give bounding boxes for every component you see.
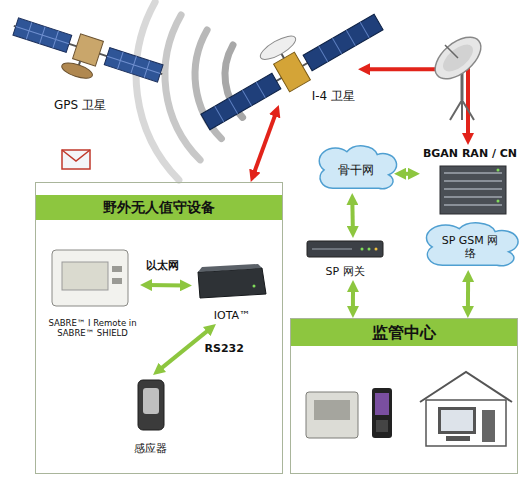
- panel-title: 野外无人值守设备: [36, 195, 282, 220]
- server-rack: [444, 173, 502, 205]
- node-label: SP GSM 网络: [439, 234, 501, 260]
- satellite-node: I-4 卫星: [268, 50, 358, 105]
- envelope-icon: [62, 150, 90, 161]
- gateway-device: [361, 248, 364, 251]
- house-computer: [438, 407, 476, 434]
- server-rack: [497, 200, 500, 203]
- node-label: IOTA™: [194, 309, 270, 322]
- house-computer: [420, 372, 512, 446]
- house-computer: [420, 372, 512, 402]
- i4-satellite: [274, 52, 311, 92]
- iota-device: [253, 285, 256, 288]
- signal-waves: [136, 2, 243, 180]
- i4-satellite: [303, 14, 383, 71]
- dish-antenna: [445, 45, 458, 58]
- node-label: SP 网关: [307, 265, 383, 278]
- node-label: GPS 卫星: [42, 98, 118, 112]
- dish-antenna: [450, 100, 474, 120]
- mobile-phone: [376, 420, 388, 432]
- i4-satellite: [257, 32, 299, 64]
- envelope-icon: [62, 150, 90, 169]
- terminal-unit: [306, 392, 358, 438]
- panel-title: 监管中心: [291, 319, 517, 346]
- cloud-outline: [426, 223, 518, 266]
- i4-satellite: [215, 22, 369, 122]
- i4-satellite: [188, 0, 387, 136]
- sensor-node: 感应器: [120, 375, 180, 457]
- field-panel: 野外无人值守设备 SABRE™ I Remote in SABRE™ SHIELD…: [35, 182, 283, 474]
- device-node: SABRE™ I Remote in SABRE™ SHIELD: [45, 245, 140, 340]
- connector-arrow: [350, 200, 355, 231]
- network-cloud: SP GSM 网络: [425, 222, 515, 270]
- sensor-device: [138, 380, 164, 430]
- connector-arrow: [466, 277, 470, 311]
- terminal-unit: [314, 400, 350, 420]
- monitor-panel: 监管中心: [290, 318, 518, 474]
- gateway-node: SP 网关: [305, 238, 385, 280]
- house-computer: [482, 410, 495, 442]
- edge-label: 以太网: [144, 259, 181, 272]
- mobile-phone: [372, 388, 392, 438]
- gateway-device: [307, 241, 383, 257]
- connector-arrow: [351, 287, 355, 311]
- gateway-device: [368, 248, 371, 251]
- node-label: BGAN RAN / CN: [422, 147, 518, 160]
- gps-satellite: [5, 14, 166, 102]
- device-node: IOTA™: [192, 262, 272, 324]
- gateway-device: [307, 241, 383, 257]
- gateway-device: [375, 248, 378, 251]
- i4-satellite: [201, 73, 281, 130]
- signal-waves: [165, 15, 200, 160]
- gps-satellite: [13, 18, 163, 82]
- sensor-device: [143, 388, 159, 414]
- server-rack: [440, 166, 506, 214]
- server-rack: [497, 169, 500, 172]
- sabre-terminal: [112, 266, 122, 272]
- node-label: I-4 卫星: [271, 89, 355, 103]
- mobile-phone: [375, 393, 389, 415]
- connector-arrow: [365, 69, 468, 138]
- gps-satellite: [60, 60, 94, 81]
- iota-device: [198, 264, 262, 272]
- satellite-label-box: GPS 卫星: [40, 96, 120, 115]
- node-label: 感应器: [122, 442, 178, 455]
- iota-device: [198, 268, 266, 298]
- server-rack: [440, 166, 506, 214]
- connector-arrow: [147, 283, 185, 287]
- mobile-phone: [372, 388, 392, 438]
- edge-label: RS232: [203, 342, 246, 355]
- node-label: SABRE™ I Remote in SABRE™ SHIELD: [47, 318, 138, 338]
- network-cloud: 骨干网: [318, 145, 394, 193]
- cloud-outline: [319, 146, 396, 189]
- sabre-terminal: [52, 250, 128, 306]
- house-computer: [441, 410, 473, 431]
- gps-satellite: [73, 34, 104, 66]
- dish-antenna: [438, 40, 477, 77]
- network-core-node: BGAN RAN / CN: [420, 145, 520, 217]
- sensor-device: [138, 380, 164, 430]
- house-computer: [426, 400, 506, 446]
- terminal-unit: [306, 392, 358, 438]
- connector-arrow: [253, 112, 276, 176]
- sabre-terminal: [62, 262, 108, 290]
- house-computer: [446, 436, 470, 441]
- iota-device: [198, 264, 266, 298]
- dish-antenna: [428, 29, 489, 120]
- connector-arrow: [401, 172, 413, 176]
- node-label: 骨干网: [332, 163, 380, 177]
- envelope-icon: [62, 150, 90, 169]
- signal-waves: [136, 2, 179, 180]
- sabre-terminal: [112, 278, 122, 284]
- dish-antenna: [428, 29, 489, 87]
- gateway-device: [312, 248, 352, 250]
- sabre-terminal: [52, 250, 128, 306]
